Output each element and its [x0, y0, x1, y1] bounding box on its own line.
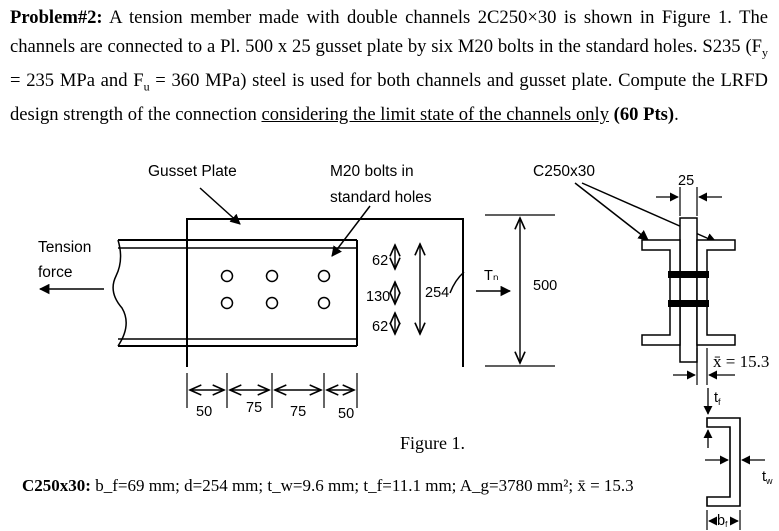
- bolt-section: [668, 300, 709, 307]
- dim-254: 254: [425, 285, 449, 301]
- gusset-plate: [186, 218, 464, 367]
- properties-values: b_f=69 mm; d=254 mm; t_w=9.6 mm; t_f=11.…: [90, 476, 634, 495]
- problem-heading: Problem#2:: [10, 7, 103, 28]
- problem-points: (60 Pts): [609, 104, 675, 126]
- problem-statement: Problem#2: A tension member made with do…: [10, 4, 768, 130]
- dim-25: 25: [678, 173, 694, 189]
- gusset-plate-label: Gusset Plate: [148, 163, 237, 180]
- bolts-label-line1: M20 bolts in: [330, 163, 414, 180]
- pitch-label: 75: [290, 404, 306, 420]
- tf-label: tf: [714, 390, 721, 407]
- problem-text-b: = 235 MPa and F: [10, 69, 144, 91]
- channel-member: [112, 239, 358, 347]
- pitch-label: 75: [246, 400, 262, 416]
- problem-text-c: = 360 MPa) steel is used for both channe…: [10, 69, 768, 126]
- dim-62-bottom: 62: [372, 319, 388, 335]
- bolts-label-line2: standard holes: [330, 189, 432, 206]
- fy-subscript: y: [762, 45, 768, 60]
- bolt-hole: [265, 269, 279, 283]
- tn-break-line: [449, 271, 465, 294]
- bolt-hole: [317, 296, 331, 310]
- left-channel-section: [641, 239, 681, 346]
- pitch-label: 50: [338, 406, 354, 422]
- tension-label-line1: Tension: [38, 239, 91, 256]
- pitch-label: 50: [196, 404, 212, 420]
- bolt-hole: [265, 296, 279, 310]
- section-properties: C250x30: b_f=69 mm; d=254 mm; t_w=9.6 mm…: [22, 476, 634, 496]
- problem-underlined: considering the limit state of the chann…: [261, 104, 610, 126]
- tension-label-line2: force: [38, 264, 72, 281]
- problem-text-a: A tension member made with double channe…: [10, 7, 768, 57]
- section-label: C250x30: [533, 163, 595, 180]
- bolt-hole: [317, 269, 331, 283]
- problem-end: .: [674, 104, 679, 126]
- dim-62-top: 62: [372, 253, 388, 269]
- figure-caption: Figure 1.: [400, 433, 465, 453]
- properties-name: C250x30:: [22, 476, 91, 495]
- tw-label: tw: [762, 469, 773, 486]
- section-leader-arrow-1: [574, 182, 649, 241]
- vertical-dimensions: [395, 244, 420, 334]
- pitch-ticks: [186, 373, 358, 408]
- fu-subscript: u: [143, 79, 150, 94]
- tn-label: Tₙ: [484, 268, 499, 284]
- right-channel-section: [696, 239, 736, 346]
- bolt-section: [668, 271, 709, 278]
- bf-label: bf: [717, 513, 728, 529]
- cross-section: [641, 217, 736, 363]
- bolt-hole: [220, 296, 234, 310]
- channel-detail: [706, 417, 741, 507]
- dim-130: 130: [366, 289, 390, 305]
- xbar-label: x̄ = 15.3: [713, 352, 769, 371]
- dim-500: 500: [533, 278, 557, 294]
- gusset-plate-section: [679, 217, 698, 363]
- bolt-hole: [220, 269, 234, 283]
- bolt-group: [220, 269, 331, 310]
